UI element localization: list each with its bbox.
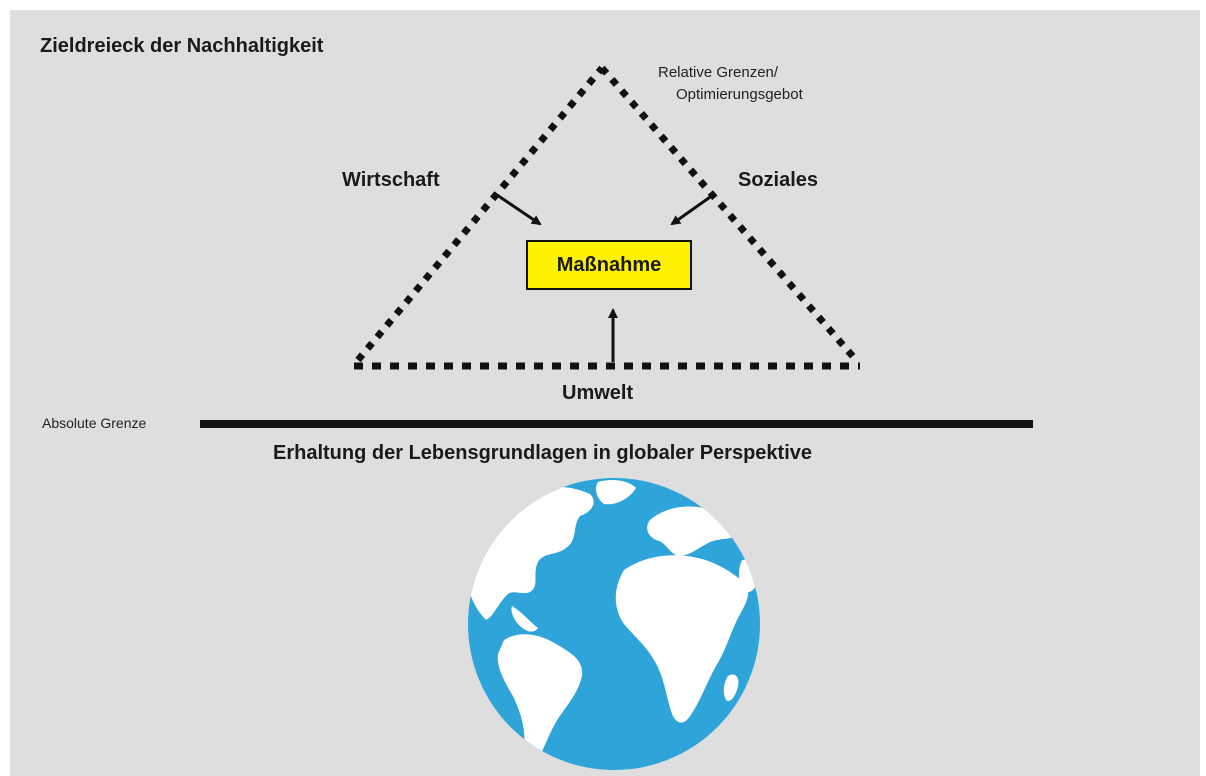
apex-annotation: Relative Grenzen/ Optimierungsgebot — [658, 62, 803, 106]
continent-madagascar — [723, 674, 739, 702]
global-perspective-heading: Erhaltung der Lebensgrundlagen in global… — [273, 442, 813, 464]
page-title: Zieldreieck der Nachhaltigkeit — [40, 35, 324, 57]
apex-annotation-line1: Relative Grenzen/ — [658, 64, 779, 81]
objective-triangle — [354, 65, 860, 370]
measure-label: Maßnahme — [556, 253, 662, 276]
measure-box: Maßnahme — [526, 240, 692, 290]
continent-greenland — [596, 480, 636, 505]
apex-annotation-line2: Optimierungsgebot — [676, 86, 803, 103]
environment-label: Umwelt — [562, 382, 634, 404]
economy-label: Wirtschaft — [342, 169, 440, 191]
arrow-social — [670, 193, 714, 226]
continent-central-america — [511, 606, 538, 632]
globe-icon — [468, 478, 760, 770]
continent-africa — [615, 555, 749, 723]
absolute-boundary-line — [200, 420, 1033, 428]
continent-south-america — [497, 634, 583, 767]
social-label: Soziales — [738, 169, 819, 191]
continent-arabia — [739, 559, 760, 593]
arrow-economy — [493, 191, 542, 226]
triangle-right-side — [599, 65, 859, 363]
triangle-left-side — [355, 65, 605, 363]
absolute-boundary-label: Absolute Grenze — [42, 415, 147, 431]
